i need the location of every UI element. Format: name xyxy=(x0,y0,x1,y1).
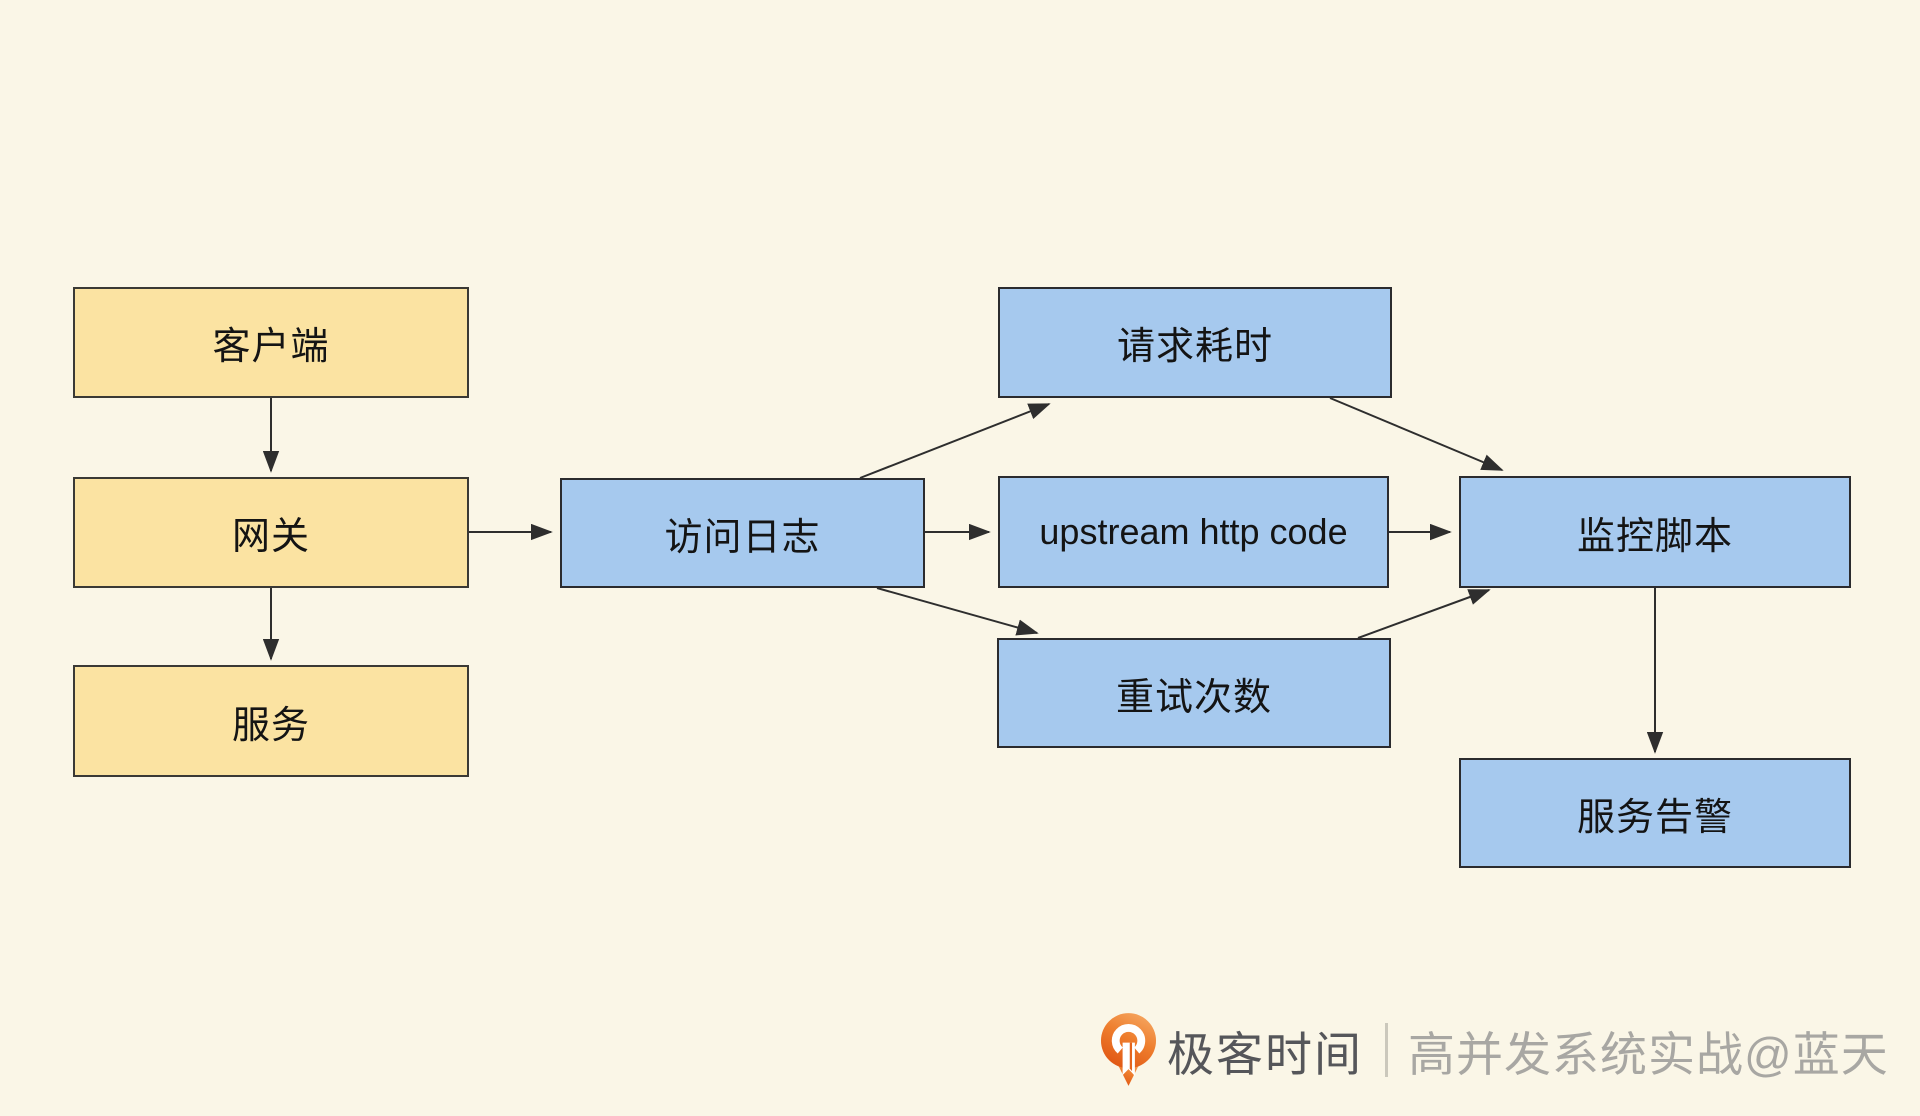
edge-retry-to-monitor xyxy=(1357,589,1491,639)
edge-reqtime-to-monitor xyxy=(1329,397,1504,471)
node-retry-count-label: 重试次数 xyxy=(1115,676,1272,719)
edge-accesslog-to-retry xyxy=(876,587,1039,636)
node-service-label: 服务 xyxy=(231,704,310,747)
branding-footer: 极客时间 高并发系统实战@蓝天 xyxy=(1100,1010,1889,1090)
node-request-time-label: 请求耗时 xyxy=(1116,326,1273,368)
node-access-log: 访问日志 xyxy=(560,478,925,588)
brand-divider xyxy=(1385,1023,1388,1077)
brand-tagline: 高并发系统实战@蓝天 xyxy=(1408,1027,1889,1081)
node-access-log-label: 访问日志 xyxy=(664,516,821,559)
node-client-label: 客户端 xyxy=(212,326,330,368)
node-service: 服务 xyxy=(73,665,469,777)
node-service-alert-label: 服务告警 xyxy=(1576,796,1733,839)
geektime-pin-icon xyxy=(1100,1012,1157,1086)
node-request-time: 请求耗时 xyxy=(998,287,1392,398)
node-monitor-script: 监控脚本 xyxy=(1459,476,1851,588)
node-retry-count: 重试次数 xyxy=(997,638,1391,748)
node-upstream-http-code: upstream http code xyxy=(998,476,1389,588)
brand-name: 极客时间 xyxy=(1167,1027,1363,1081)
node-monitor-script-label: 监控脚本 xyxy=(1576,515,1733,558)
node-upstream-http-code-label: upstream http code xyxy=(1039,511,1348,552)
node-service-alert: 服务告警 xyxy=(1459,758,1851,868)
edge-accesslog-to-reqtime xyxy=(859,403,1051,479)
node-gateway-label: 网关 xyxy=(231,516,310,558)
node-gateway: 网关 xyxy=(73,477,469,588)
node-client: 客户端 xyxy=(73,287,469,398)
